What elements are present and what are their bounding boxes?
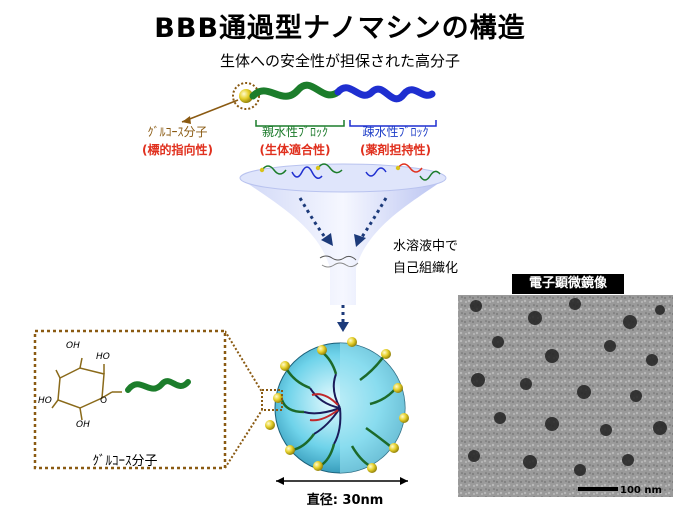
em-title: 電子顕微鏡像 <box>512 274 624 294</box>
hydrophilic-label: 親水性ﾌﾞﾛｯｸ (生体適合性) <box>245 123 345 159</box>
hydrophobic-label: 疎水性ﾌﾞﾛｯｸ (薬剤担持性) <box>348 123 443 159</box>
hydrophobic-segment <box>338 88 432 99</box>
scale-bar <box>578 487 618 491</box>
oh-label-4: OH <box>76 420 90 430</box>
hydrophilic-segment <box>253 85 338 96</box>
oh-label-3: HO <box>38 396 52 406</box>
glucose-pointer <box>182 100 238 122</box>
self-assembly-line1: 水溶液中で <box>393 236 458 258</box>
subtitle: 生体への安全性が担保された高分子 <box>0 50 680 71</box>
self-assembly-label: 水溶液中で 自己組織化 <box>393 236 458 280</box>
inset-molecule-label: ｸﾞﾙｺｰｽ分子 <box>70 450 180 469</box>
scale-bar-label: 100 nm <box>620 485 662 496</box>
glucose-label: ｸﾞﾙｺｰｽ分子 (標的指向性) <box>130 123 225 159</box>
self-assembly-line2: 自己組織化 <box>393 258 458 280</box>
page-title: BBB通過型ナノマシンの構造 <box>0 6 680 45</box>
oh-label-1: OH <box>66 341 80 351</box>
glucose-label-role: (標的指向性) <box>130 141 225 159</box>
em-micrograph <box>458 295 673 497</box>
diameter-label: 直径: 30nm <box>290 489 400 508</box>
glucose-inset <box>35 331 225 468</box>
glucose-label-name: ｸﾞﾙｺｰｽ分子 <box>130 123 225 141</box>
hydrophobic-label-name: 疎水性ﾌﾞﾛｯｸ <box>348 123 443 141</box>
oh-label-2: HO <box>96 352 110 362</box>
hydrophobic-label-role: (薬剤担持性) <box>348 141 443 159</box>
ring-oxygen-label: O <box>100 396 107 406</box>
hydrophilic-label-name: 親水性ﾌﾞﾛｯｸ <box>245 123 345 141</box>
diameter-arrow <box>276 477 408 485</box>
polymer-chain <box>182 83 436 126</box>
hydrophilic-label-role: (生体適合性) <box>245 141 345 159</box>
micelle-sphere <box>225 331 409 473</box>
